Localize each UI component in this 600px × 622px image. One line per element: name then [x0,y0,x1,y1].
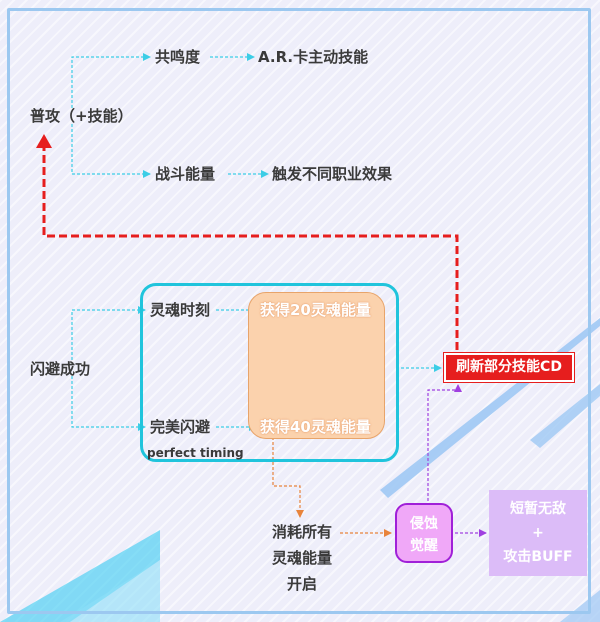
node-class-effect: 触发不同职业效果 [272,165,393,183]
node-soul-moment: 灵魂时刻 [150,301,211,319]
edge-refresh-attack [42,146,459,350]
awaken-line1: 侵蚀 [410,516,438,532]
invincible-line1: 短暂无敌 [510,501,566,517]
node-perfect-timing: perfect timing [147,446,244,460]
dodge-container-box [140,283,399,462]
node-ar-card-skill: A.R.卡主动技能 [258,48,369,66]
edge-awaken-refresh [427,384,462,501]
node-basic-attack: 普攻（+技能） [30,107,133,125]
edge-attack-energy [71,124,151,178]
node-gain-20-soul-energy: 获得20灵魂能量 [260,301,371,319]
diagram-frame [7,8,591,614]
node-refresh-skill-cd: 刷新部分技能CD [444,353,574,382]
node-invincible-buff: 短暂无敌 + 攻击BUFF [489,490,587,576]
edge-refresh-attack-arrowhead [36,134,52,148]
node-battle-energy: 战斗能量 [155,165,216,183]
node-perfect-dodge: 完美闪避 [150,418,211,436]
edge-attack-resonance [71,53,151,108]
edge-dodge-soulmoment [71,306,146,360]
edge-dodge-perfect [71,376,146,431]
decor-stripe-right-2 [530,384,600,448]
node-consume-line1: 消耗所有 [271,523,332,541]
node-dodge-success: 闪避成功 [30,360,91,378]
node-consume-line3: 开启 [286,575,317,593]
node-consume-line2: 灵魂能量 [271,549,332,567]
awaken-line2: 觉醒 [410,538,438,554]
node-resonance: 共鸣度 [155,48,201,66]
decor-stripe-bottom-left-2 [60,560,160,622]
node-gain-40-soul-energy: 获得40灵魂能量 [260,418,371,436]
decor-stripe-bottom-left [0,530,160,622]
invincible-line2: + [532,525,544,541]
edge-gain40-consume [272,437,304,518]
invincible-line3: 攻击BUFF [503,549,573,565]
node-erosion-awaken: 侵蚀 觉醒 [395,503,453,563]
soul-energy-box [248,292,385,439]
